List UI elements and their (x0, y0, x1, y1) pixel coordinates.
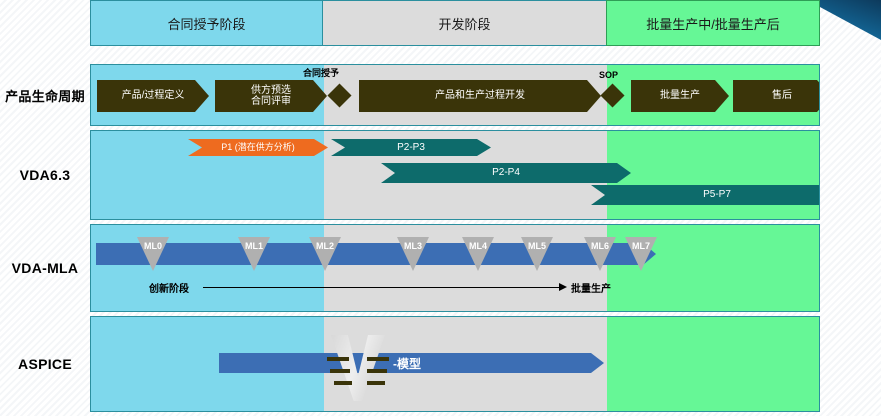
row-label-vda63: VDA6.3 (0, 130, 90, 220)
lane-vda63: P1 (潜在供方分析) P2-P3 P2-P4 P5-P7 (90, 130, 820, 220)
bar-label: P2-P3 (397, 141, 425, 153)
bar-label: P5-P7 (703, 189, 731, 201)
v-model-tick-left (334, 381, 352, 385)
phase-header-label: 批量生产中/批量生产后 (646, 16, 780, 32)
v-model-label: -模型 (393, 355, 421, 372)
v-model-label-text: -模型 (393, 357, 421, 371)
v-model-tick-left (327, 357, 349, 361)
lifecycle-stage-after-sales[interactable]: 售后 (733, 80, 820, 112)
row-label-text: VDA-MLA (11, 260, 79, 276)
milestone-contract-award-label: 合同授予 (303, 66, 339, 79)
flow-start-text: 创新阶段 (149, 284, 189, 295)
row-label-text: ASPICE (18, 356, 72, 372)
stage-label-line2: 合同评审 (251, 96, 291, 107)
milestone-sop-label: SOP (599, 70, 618, 80)
row-label-text: VDA6.3 (19, 167, 71, 183)
phase-header-contract-award: 合同授予阶段 (90, 0, 323, 46)
v-model-tick-left (330, 369, 350, 373)
v-model-tick-right (367, 357, 389, 361)
stage-label: 售后 (772, 90, 792, 102)
flow-arrow-head-icon (559, 283, 567, 291)
flow-end-label: 批量生产 (571, 280, 611, 295)
lane-aspice: -模型 (90, 316, 820, 412)
milestone-label-text: 合同授予 (303, 68, 340, 78)
lane-bg-contract (91, 225, 324, 311)
milestone-label-text: ML1 (245, 241, 263, 251)
lifecycle-stage-supplier-preselection[interactable]: 供方预选 合同评审 (215, 80, 327, 112)
row-label-aspice: ASPICE (0, 316, 90, 412)
vda63-bar-p2-p4[interactable]: P2-P4 (381, 163, 631, 183)
aspice-timeline-bar[interactable] (219, 353, 604, 373)
row-label-vda-mla: VDA-MLA (0, 224, 90, 312)
milestone-label-text: ML2 (316, 241, 334, 251)
lane-product-lifecycle: 产品/过程定义 供方预选 合同评审 合同授予 产品和生产过程开发 SOP 批量生… (90, 64, 820, 126)
vda63-bar-p2-p3[interactable]: P2-P3 (331, 139, 491, 156)
flow-start-label: 创新阶段 (149, 280, 189, 295)
milestone-label-text: ML6 (591, 241, 609, 251)
v-model-tick-right (367, 381, 385, 385)
lane-bg-production (607, 317, 819, 411)
stage-label: 批量生产 (660, 90, 700, 102)
flow-end-text: 批量生产 (571, 284, 611, 295)
milestone-label-text: ML5 (528, 241, 546, 251)
phase-header-label: 开发阶段 (438, 16, 491, 32)
v-model-tick-right (367, 369, 387, 373)
bar-label: P1 (潜在供方分析) (221, 142, 295, 153)
lane-vda-mla: ML0 ML1 ML2 ML3 ML4 ML5 ML6 ML7 创新阶段 批量生… (90, 224, 820, 312)
stage-label: 产品/过程定义 (121, 90, 185, 102)
lifecycle-stage-product-production-development[interactable]: 产品和生产过程开发 (359, 80, 601, 112)
milestone-label-text: ML0 (144, 241, 162, 251)
lifecycle-stage-product-process-definition[interactable]: 产品/过程定义 (97, 80, 209, 112)
flow-arrow-line (203, 287, 560, 288)
phase-header-development: 开发阶段 (323, 0, 606, 46)
milestone-label-text: ML4 (469, 241, 487, 251)
milestone-label-text: ML3 (404, 241, 422, 251)
lane-bg-production (607, 131, 819, 219)
v-model-graphic[interactable] (327, 335, 391, 403)
vda63-bar-p1[interactable]: P1 (潜在供方分析) (188, 139, 328, 156)
milestone-label-text: SOP (599, 70, 619, 80)
phase-header-label: 合同授予阶段 (167, 16, 246, 32)
vda-mla-timeline-bar[interactable] (96, 243, 656, 265)
bar-label: P2-P4 (492, 167, 520, 179)
stage-label: 产品和生产过程开发 (435, 90, 525, 102)
phase-header-production: 批量生产中/批量生产后 (606, 0, 820, 46)
vda63-bar-p5-p7[interactable]: P5-P7 (591, 185, 820, 205)
row-label-product-lifecycle: 产品生命周期 (0, 64, 90, 126)
milestone-label-text: ML7 (632, 241, 650, 251)
v-model-shape-icon (331, 335, 385, 401)
stage-label-line1: 供方预选 (251, 84, 291, 96)
row-label-text: 产品生命周期 (5, 88, 85, 104)
lifecycle-stage-mass-production[interactable]: 批量生产 (631, 80, 729, 112)
